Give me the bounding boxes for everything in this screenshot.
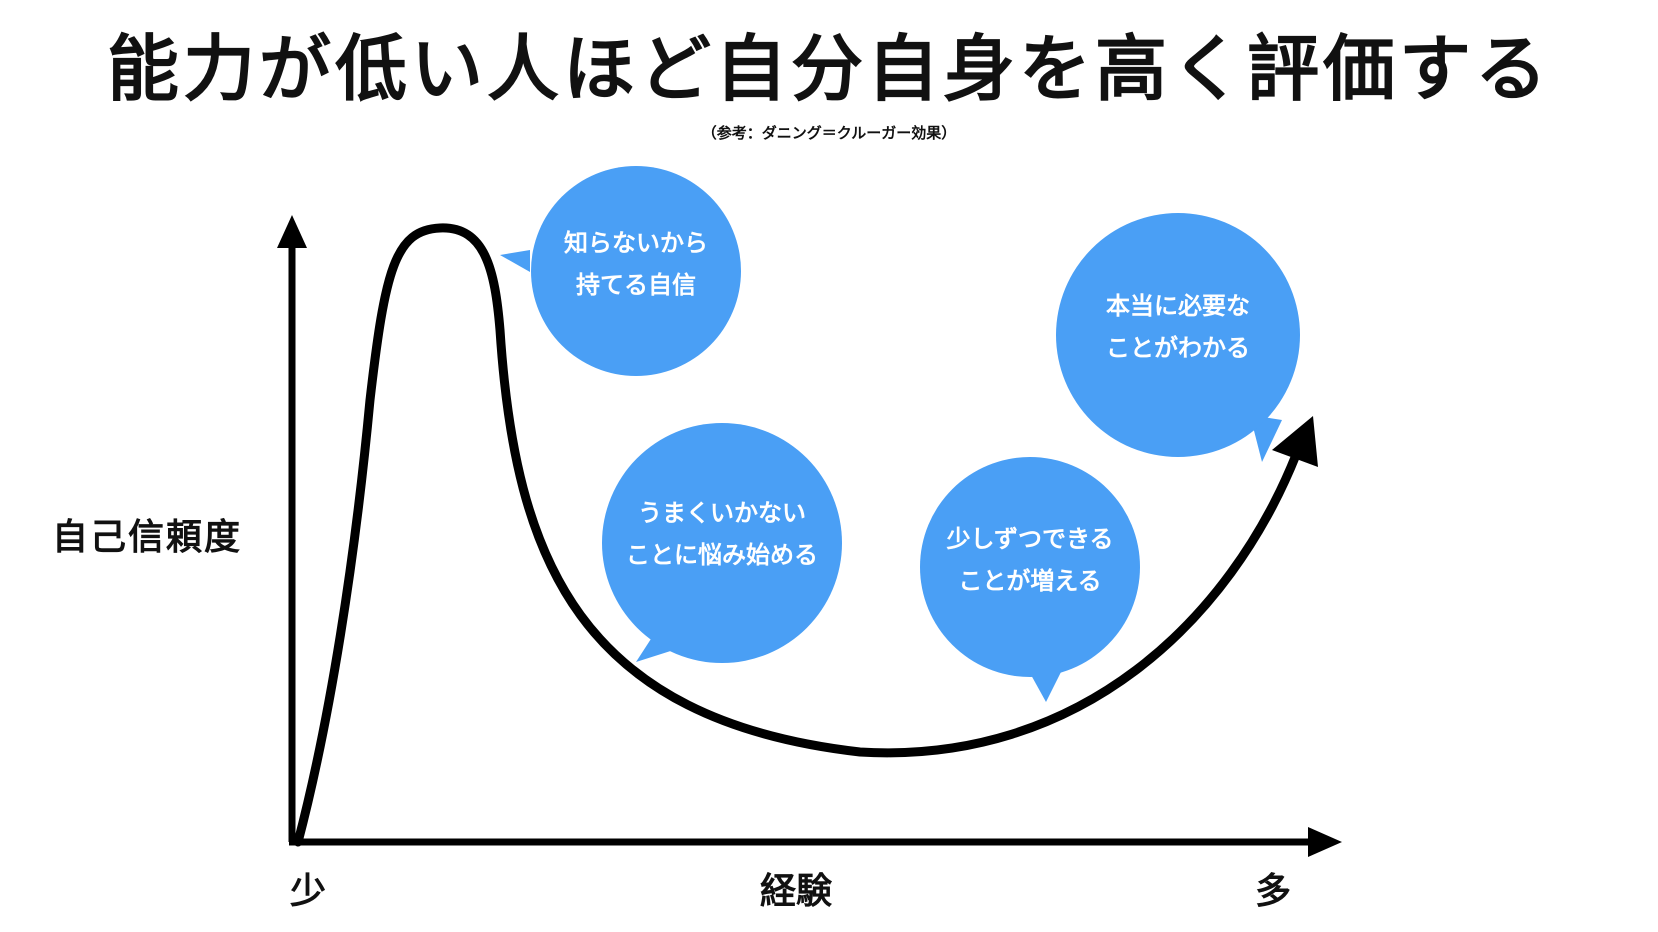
y-axis-label: 自己信頼度 <box>52 517 243 558</box>
x-axis-arrowhead <box>1308 827 1342 857</box>
speech-bubble-2 <box>602 423 842 663</box>
y-axis-arrowhead <box>277 215 307 248</box>
bubble-1-text: 知らないから 持てる自信 <box>536 222 736 306</box>
bubble-2-text: うまくいかない ことに悩み始める <box>602 492 842 576</box>
speech-bubble-3 <box>920 457 1140 702</box>
bubble-4-text: 本当に必要な ことがわかる <box>1068 285 1288 369</box>
x-axis-label: 経験 <box>760 871 833 912</box>
x-axis-max-label: 多 <box>1255 871 1292 912</box>
bubble-3-line2: ことが増える <box>958 567 1102 595</box>
x-axis-min-label: 少 <box>290 871 327 912</box>
curve-arrowhead <box>1272 416 1318 467</box>
bubble-2-line1: うまくいかない <box>638 499 806 527</box>
bubble-4-line1: 本当に必要な <box>1106 292 1250 320</box>
page-title: 能力が低い人ほど自分自身を高く評価する <box>106 27 1551 111</box>
page-subtitle: （参考：ダニング＝クルーガー効果） <box>701 124 957 142</box>
bubble-1-line2: 持てる自信 <box>576 271 696 299</box>
bubble-4-line2: ことがわかる <box>1106 334 1250 362</box>
speech-bubble-4 <box>1056 213 1300 462</box>
bubble-2-line2: ことに悩み始める <box>626 541 818 569</box>
bubble-3-text: 少しずつできる ことが増える <box>920 518 1140 602</box>
speech-bubble-1 <box>500 166 741 376</box>
bubble-3-line1: 少しずつできる <box>946 525 1114 553</box>
bubble-1-line1: 知らないから <box>564 229 708 257</box>
confidence-curve <box>293 223 1301 847</box>
